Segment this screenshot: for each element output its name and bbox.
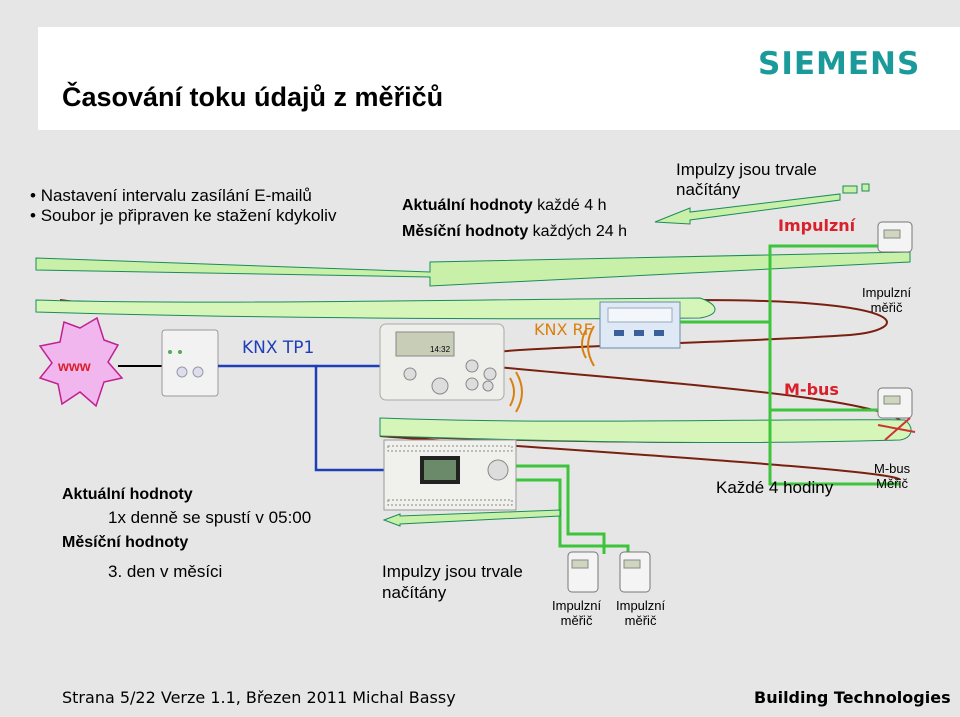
mbus-meter-label-1: M-bus: [874, 461, 911, 476]
bullet-email-interval-text: Nastavení intervalu zasílání E-mailů: [40, 186, 312, 205]
pulse-meter-top-label-1: Impulzní: [862, 285, 912, 300]
pulse-dash-1: [842, 185, 858, 194]
bottom-monthly-label: Měsíční hodnoty: [62, 534, 189, 551]
pulse-meter-1-icon: [567, 551, 599, 593]
footer-info: Strana 5/22 Verze 1.1, Březen 2011 Micha…: [62, 688, 456, 707]
rf-wave-4: [587, 325, 595, 367]
flow-loop-fill: [35, 297, 716, 320]
pulse-arrow-top: [654, 193, 841, 225]
pulse-meter-2-label-2: měřič: [624, 613, 657, 628]
bottom-monthly-detail: 3. den v měsíci: [108, 562, 223, 581]
pulse-arrow-bottom: [382, 509, 561, 527]
monthly-values-interval: každých 24 h: [528, 223, 627, 240]
siemens-logo: SIEMENS: [758, 46, 921, 82]
mbus-meter-label-2: Měřič: [876, 476, 908, 491]
pulses-text-bottom-1: Impulzy jsou trvale: [382, 562, 523, 581]
rf-wave-2: [515, 371, 523, 413]
pulse-meter-1-label-2: měřič: [560, 613, 593, 628]
www-star-icon: [38, 316, 124, 408]
rf-wave-3: [581, 329, 587, 359]
top-arrow-left: [35, 251, 911, 287]
bullet-email-interval: • Nastavení intervalu zasílání E-mailů: [30, 186, 312, 205]
footer-brand: Building Technologies: [754, 688, 951, 707]
pulses-text-bottom-2: načítány: [382, 583, 447, 602]
monthly-values-label: Měsíční hodnoty: [402, 223, 529, 240]
pulse-meter-top-label-2: měřič: [870, 300, 903, 315]
panel-display-time: 14:32: [430, 345, 451, 354]
pulse-meter-2-label-1: Impulzní: [616, 598, 666, 613]
panel-display: [395, 331, 455, 357]
www-label: www: [58, 358, 91, 374]
bullet-file-ready: • Soubor je připraven ke stažení kdykoli…: [30, 206, 337, 225]
current-values-label: Aktuální hodnoty: [402, 197, 533, 214]
bottom-current-detail: 1x denně se spustí v 05:00: [108, 508, 312, 527]
impulzni-label: Impulzní: [778, 216, 856, 235]
knx-rf-label: KNX RF: [534, 320, 593, 339]
impulse-wire-meter2: [516, 478, 630, 554]
pulse-meter-1-label-1: Impulzní: [552, 598, 602, 613]
pulse-dash-2: [861, 183, 870, 192]
every-4-hours: Každé 4 hodiny: [716, 478, 834, 497]
impulse-wire-meter1: [516, 464, 606, 554]
header-band: [38, 27, 960, 130]
knx-tp1-wire: [218, 364, 410, 472]
pulse-meter-2-icon: [619, 551, 651, 593]
page-title: Časování toku údajů z měřičů: [62, 82, 444, 112]
current-values-interval: každé 4 h: [532, 197, 607, 214]
current-values-4h: Aktuální hodnoty každé 4 h: [402, 197, 606, 215]
bottom-current-label: Aktuální hodnoty: [62, 486, 193, 503]
mbus-label: M-bus: [784, 380, 839, 399]
mbus-wire-bottom: [768, 410, 900, 486]
flow-loop-fill-2: [379, 417, 912, 444]
rf-wave-1: [509, 377, 515, 407]
router-device-icon: [161, 329, 219, 397]
knx-tp1-label: KNX TP1: [242, 338, 315, 358]
impulse-wire-top: [680, 244, 880, 324]
pulses-text-top-1: Impulzy jsou trvale: [676, 160, 817, 179]
monthly-values-24h: Měsíční hodnoty každých 24 h: [402, 223, 627, 241]
bullet-file-ready-text: Soubor je připraven ke stažení kdykoliv: [40, 206, 337, 225]
pulses-text-top-2: načítány: [676, 180, 741, 199]
